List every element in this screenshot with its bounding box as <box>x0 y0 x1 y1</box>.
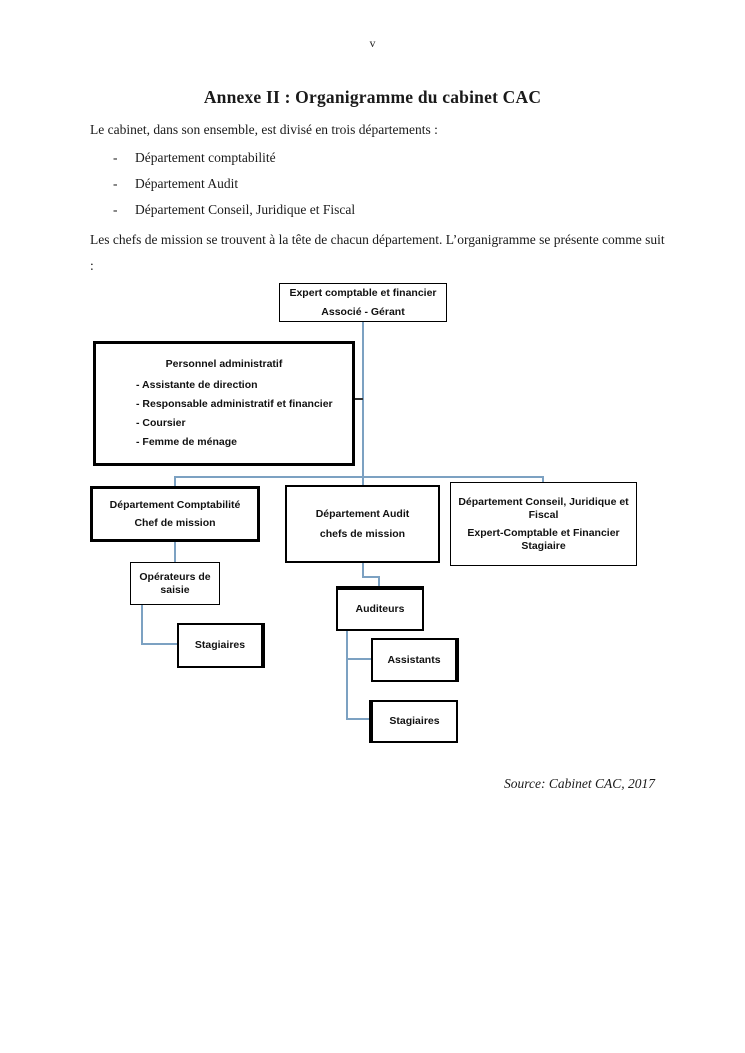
connector-drop-comptabilite <box>174 476 176 487</box>
org-node-auditeurs: Auditeurs <box>336 586 424 631</box>
connector-audit-auditeurs-vertical1 <box>362 563 364 578</box>
connector-auditeurs-spine <box>346 631 348 720</box>
page-number: v <box>369 36 376 50</box>
connector-comptabilite-operateurs <box>174 542 176 563</box>
org-node-label: Auditeurs <box>355 603 405 615</box>
org-node-stagiaires-audit: Stagiaires <box>369 700 458 743</box>
org-node-stagiaires-comptabilite: Stagiaires <box>177 623 265 668</box>
org-node-line2: Associé - Gérant <box>321 305 405 318</box>
org-node-label: Stagiaires <box>389 715 440 727</box>
org-node-personnel-administratif: Personnel administratif - Assistante de … <box>93 341 355 466</box>
list-item-label: Département Conseil, Juridique et Fiscal <box>135 202 356 217</box>
body-paragraph: Les chefs de mission se trouvent à la tê… <box>90 232 665 273</box>
list-item-label: Département Audit <box>135 176 239 191</box>
org-node-operateurs-de-saisie: Opérateurs de saisie <box>130 562 220 605</box>
org-node-line1: Expert comptable et financier <box>289 286 437 299</box>
connector-operateurs-stagiaires-horizontal <box>141 643 178 645</box>
connector-distribution-horizontal <box>174 476 544 478</box>
org-node-departement-audit: Département Audit chefs de mission <box>285 485 440 563</box>
org-node-departement-conseil: Département Conseil, Juridique et Fiscal… <box>450 482 637 566</box>
org-node-label: Opérateurs de saisie <box>139 570 211 596</box>
connector-root-vertical <box>362 322 364 485</box>
org-node-title: Personnel administratif <box>165 358 283 370</box>
list-item: - Département comptabilité <box>113 150 673 166</box>
org-node-departement-comptabilite: Département Comptabilité Chef de mission <box>90 486 260 542</box>
intro-paragraph: Le cabinet, dans son ensemble, est divis… <box>90 122 438 137</box>
connector-auditeurs-stagiaires <box>346 718 370 720</box>
connector-admin-horizontal <box>355 398 363 400</box>
org-node-item: - Coursier <box>136 417 186 429</box>
org-node-label: Stagiaires <box>194 639 246 651</box>
list-item: - Département Conseil, Juridique et Fisca… <box>113 202 673 218</box>
connector-auditeurs-assistants <box>346 658 372 660</box>
page-title: Annexe II : Organigramme du cabinet CAC <box>203 87 542 107</box>
list-item: - Département Audit <box>113 176 673 192</box>
org-node-line1: Département Audit <box>315 507 410 520</box>
list-bullet: - <box>113 176 118 191</box>
org-node-label: Assistants <box>387 653 441 666</box>
list-bullet: - <box>113 150 118 165</box>
list-item-label: Département comptabilité <box>135 150 276 165</box>
org-node-line2: Chef de mission <box>134 516 216 529</box>
org-node-line2: chefs de mission <box>319 527 406 540</box>
org-node-item: - Femme de ménage <box>136 436 237 448</box>
connector-operateurs-stagiaires-vertical <box>141 605 143 645</box>
org-node-line1: Département Comptabilité <box>109 498 241 511</box>
org-node-line1: Département Conseil, Juridique et Fiscal <box>458 495 629 521</box>
connector-drop-conseil <box>542 476 544 484</box>
source-caption: Source: Cabinet CAC, 2017 <box>504 776 655 791</box>
org-node-item: - Assistante de direction <box>136 379 258 391</box>
org-node-assistants: Assistants <box>371 638 459 682</box>
connector-audit-auditeurs-vertical2 <box>378 576 380 587</box>
org-node-item: - Responsable administratif et financier <box>136 398 333 410</box>
connector-audit-auditeurs-horizontal <box>362 576 380 578</box>
org-node-line2: Expert-Comptable et Financier Stagiaire <box>467 526 620 552</box>
list-bullet: - <box>113 202 118 217</box>
org-node-expert-comptable: Expert comptable et financier Associé - … <box>279 283 447 322</box>
